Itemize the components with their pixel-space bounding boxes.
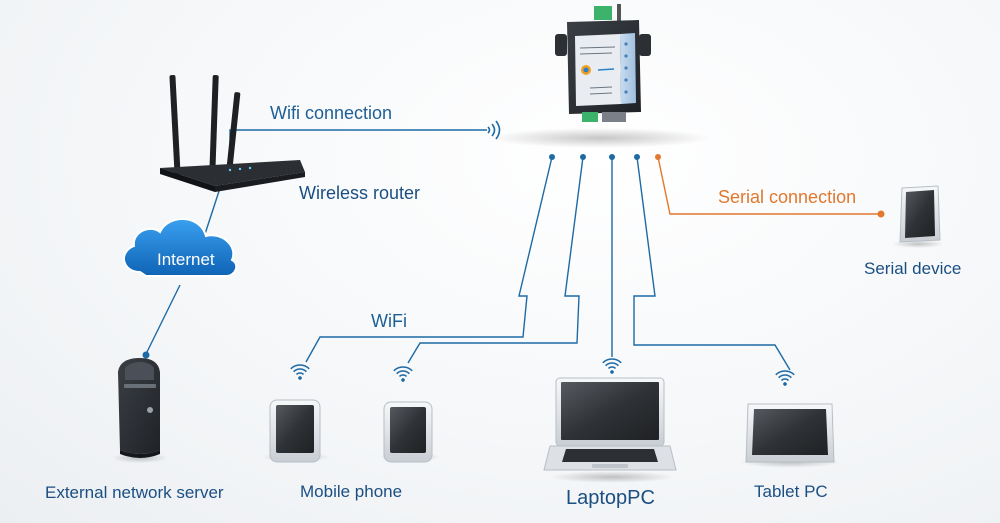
serial-device-label: Serial device (864, 259, 962, 278)
device-shadow (490, 128, 710, 148)
link-endpoints (142, 154, 640, 359)
internet-server-line (145, 284, 181, 355)
wifi-signal-icon (290, 364, 310, 380)
tablet-pc-icon (745, 403, 835, 463)
wifi-label: WiFi (371, 311, 407, 331)
wifi-connection-line (229, 129, 487, 150)
link-mobile-phone (407, 156, 584, 364)
wifi-signal-icon (602, 358, 622, 374)
serial-link (655, 154, 885, 218)
serial-connection-label: Serial connection (718, 187, 857, 207)
laptop-pc-label: LaptopPC (566, 487, 655, 509)
server-tower-icon (118, 358, 160, 458)
wifi-signal-icon (393, 366, 413, 382)
mobile-phone-label: Mobile phone (300, 482, 403, 501)
external-network-server-label: External network server (45, 483, 224, 502)
internet-label: Internet (157, 250, 215, 269)
serial-device-tablet-icon (899, 185, 941, 243)
phone-icon (383, 401, 433, 463)
wifi-router-icon (160, 74, 305, 192)
cloud-icon (123, 218, 238, 277)
laptop-icon (543, 377, 677, 471)
link-tablet-pc (633, 156, 791, 371)
wifi-signal-icon (775, 370, 795, 386)
wifi-connection-label: Wifi connection (270, 103, 393, 123)
wireless-router-label: Wireless router (299, 183, 421, 203)
wifi-connection-signal-icon (487, 120, 501, 140)
wifi-signal-icons (290, 358, 795, 386)
tablet-icon (269, 399, 321, 463)
serial-server-device-icon (555, 4, 651, 122)
tablet-pc-label: Tablet PC (754, 482, 828, 501)
laptop-shadow (550, 471, 674, 483)
link-mobile-tablet (305, 156, 553, 363)
